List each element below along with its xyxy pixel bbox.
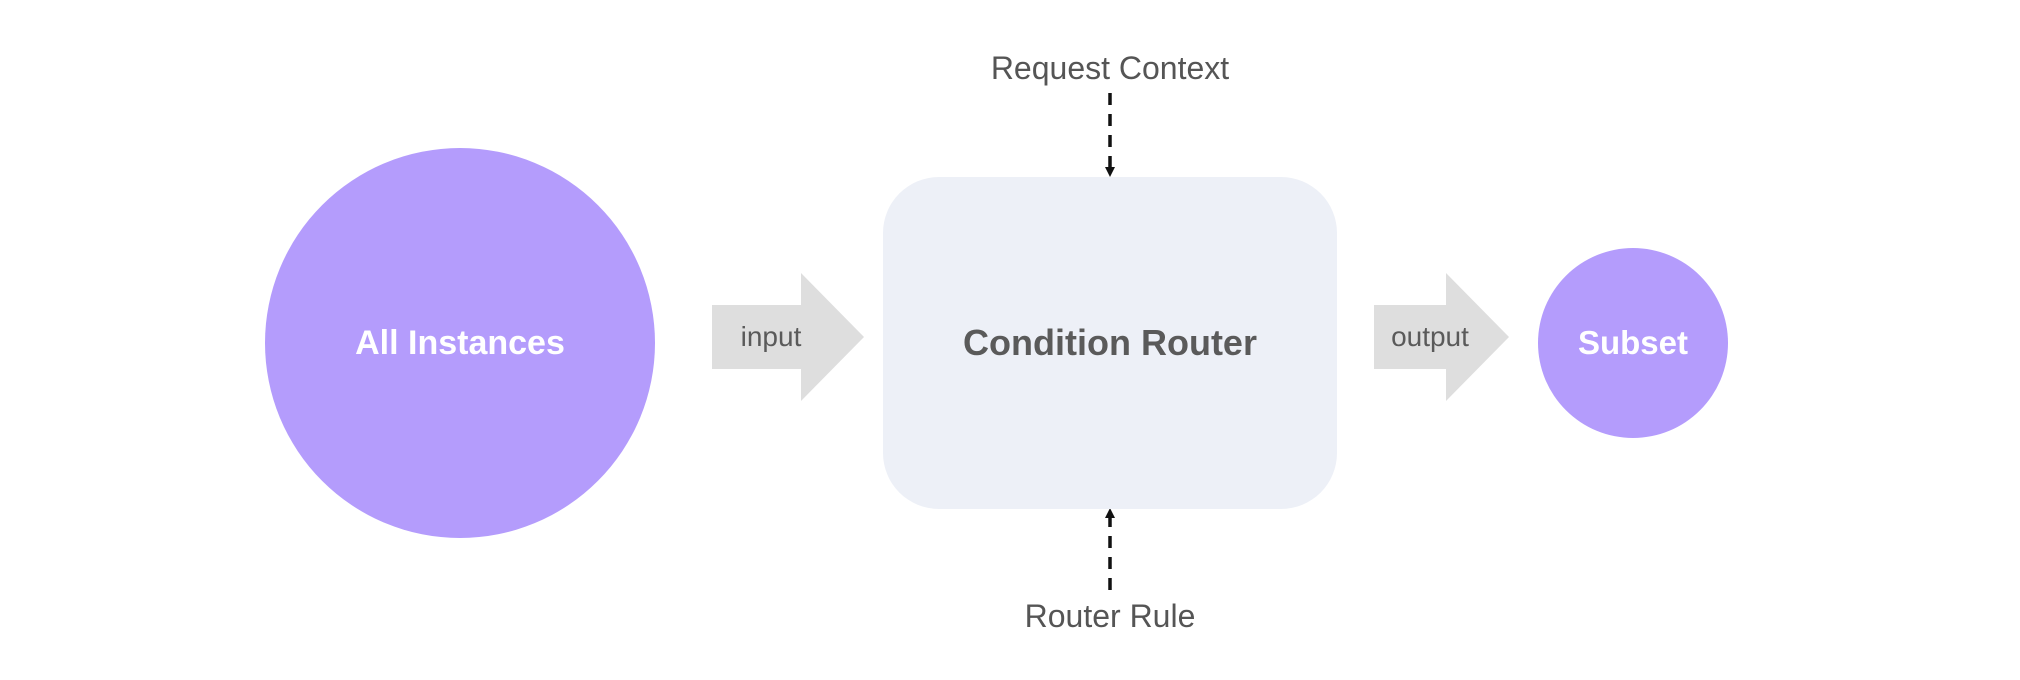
input-arrow	[712, 273, 864, 401]
input-arrow-label: input	[740, 321, 802, 352]
subset-label: Subset	[1577, 324, 1689, 361]
all-instances-label: All Instances	[355, 323, 565, 362]
request-context-label: Request Context	[990, 50, 1230, 86]
all-instances-node: All Instances	[265, 148, 655, 538]
output-arrow	[1374, 273, 1509, 401]
router-rule-label: Router Rule	[1024, 598, 1196, 634]
condition-router-node: Condition Router	[883, 177, 1337, 509]
condition-router-label: Condition Router	[963, 322, 1257, 363]
subset-node: Subset	[1538, 248, 1728, 438]
output-arrow-label: output	[1391, 321, 1469, 352]
